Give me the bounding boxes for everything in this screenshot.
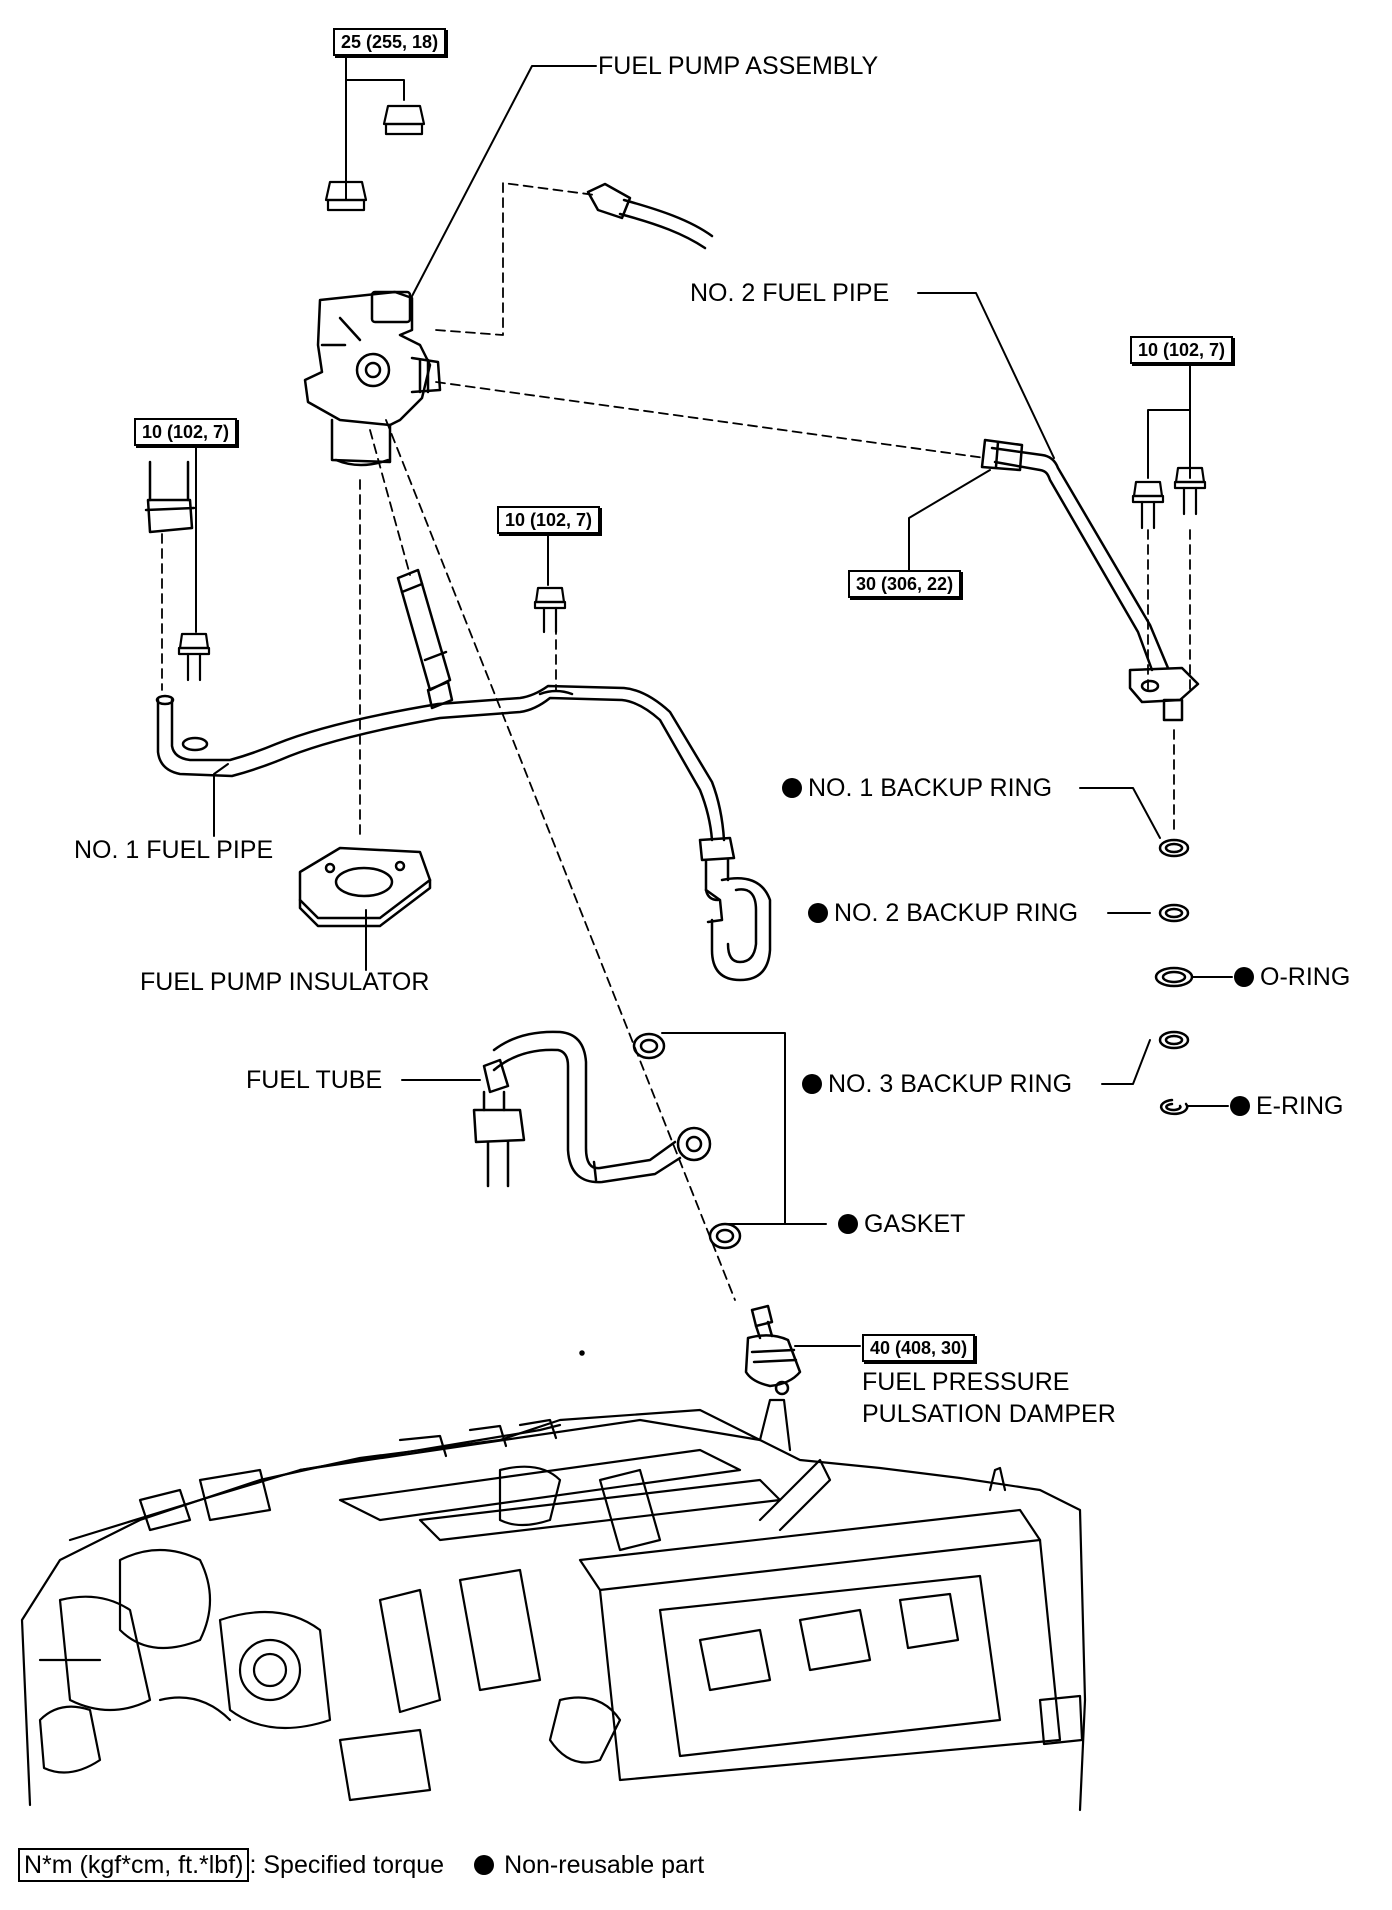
torque-no1-clamp-bolt: 10 (102, 7)	[134, 418, 238, 446]
label-fuel-tube: FUEL TUBE	[246, 1066, 383, 1094]
connector-wire-icon	[586, 182, 714, 250]
non-reusable-dot-icon	[782, 778, 802, 798]
o-ring-text: O-RING	[1260, 963, 1351, 991]
fuel-tube-icon	[472, 1030, 712, 1188]
clamp-bolt-icon	[177, 632, 211, 682]
label-no2-backup-ring: NO. 2 BACKUP RING	[808, 899, 1078, 927]
non-reusable-dot-icon	[802, 1074, 822, 1094]
no1-pipe-clamp-icon	[144, 460, 196, 534]
label-fuel-pump-assembly: FUEL PUMP ASSEMBLY	[598, 52, 879, 80]
fuel-pump-insulator-icon	[298, 846, 432, 928]
legend: N*m (kgf*cm, ft.*lbf): Specified torque N…	[18, 1848, 705, 1882]
label-no1-fuel-pipe: NO. 1 FUEL PIPE	[74, 836, 274, 864]
no2-fuel-pipe-icon	[980, 438, 1200, 722]
torque-damper: 40 (408, 30)	[862, 1334, 976, 1362]
no2-pipe-bolt-icon	[1131, 466, 1207, 530]
engine-block-icon	[20, 1398, 1087, 1812]
legend-torque-text: : Specified torque	[249, 1851, 445, 1879]
gasket-icon	[632, 1032, 742, 1250]
no1-backup-ring-text: NO. 1 BACKUP RING	[808, 774, 1053, 802]
gasket-text: GASKET	[864, 1210, 966, 1238]
e-ring-text: E-RING	[1256, 1092, 1344, 1120]
pump-nut-icon	[324, 104, 426, 212]
torque-no2-pipe-bolts: 10 (102, 7)	[1130, 336, 1234, 364]
label-e-ring: E-RING	[1230, 1092, 1344, 1120]
no1-fuel-pipe-icon	[155, 684, 772, 982]
label-o-ring: O-RING	[1234, 963, 1350, 991]
pulsation-damper-icon	[744, 1304, 802, 1396]
legend-non-reusable-text: Non-reusable part	[504, 1851, 705, 1879]
label-no3-backup-ring: NO. 3 BACKUP RING	[802, 1070, 1072, 1098]
center-clamp-bolt-icon	[533, 586, 567, 634]
label-gasket: GASKET	[838, 1210, 965, 1238]
small-mark-icon	[579, 1350, 585, 1356]
non-reusable-dot-icon	[1234, 967, 1254, 987]
label-damper-line2: PULSATION DAMPER	[862, 1400, 1116, 1428]
torque-no2-pipe-union: 30 (306, 22)	[848, 570, 962, 598]
fuel-pump-assembly-icon	[303, 290, 442, 467]
legend-torque-unit: N*m (kgf*cm, ft.*lbf)	[18, 1848, 250, 1882]
leader-lines	[195, 57, 1233, 1347]
torque-center-clamp-bolt: 10 (102, 7)	[497, 506, 601, 534]
non-reusable-dot-icon	[1230, 1096, 1250, 1116]
non-reusable-dot-icon	[808, 903, 828, 923]
no2-backup-ring-text: NO. 2 BACKUP RING	[834, 899, 1079, 927]
label-fuel-pump-insulator: FUEL PUMP INSULATOR	[140, 968, 430, 996]
torque-pump-nuts: 25 (255, 18)	[333, 28, 447, 56]
non-reusable-dot-icon	[838, 1214, 858, 1234]
no3-backup-ring-text: NO. 3 BACKUP RING	[828, 1070, 1073, 1098]
label-damper-line1: FUEL PRESSURE	[862, 1368, 1070, 1396]
label-no1-backup-ring: NO. 1 BACKUP RING	[782, 774, 1052, 802]
backup-rings-icon	[1154, 838, 1194, 1116]
hose-icon	[396, 568, 454, 710]
alignment-lines	[161, 182, 1191, 1301]
label-no2-fuel-pipe: NO. 2 FUEL PIPE	[690, 279, 890, 307]
non-reusable-dot-icon	[474, 1855, 495, 1875]
